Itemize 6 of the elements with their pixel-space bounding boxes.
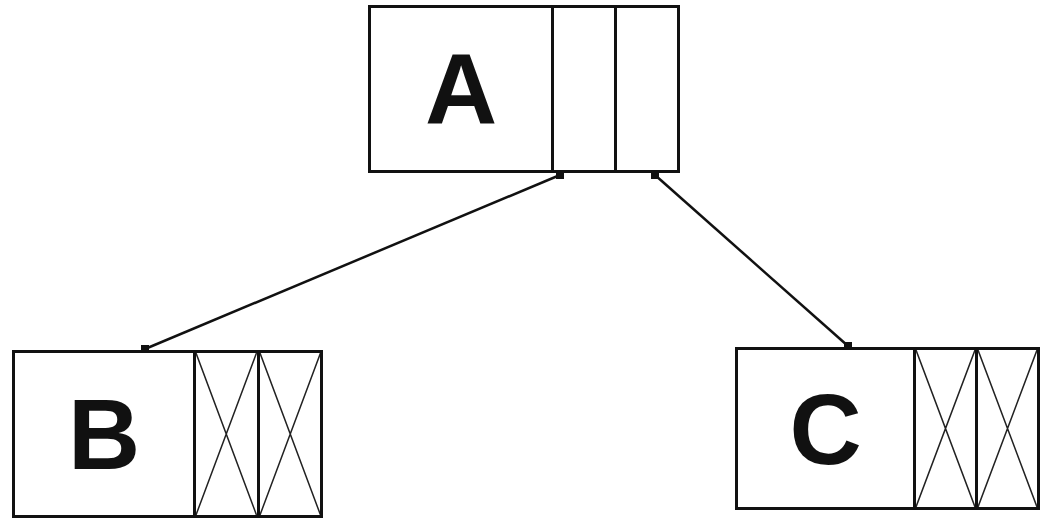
node-label: A	[424, 39, 498, 139]
tree-node	[12, 350, 323, 518]
tree-node	[735, 347, 1040, 510]
node-label: C	[789, 378, 862, 479]
node-label: B	[67, 384, 141, 484]
tree-node	[368, 5, 680, 173]
